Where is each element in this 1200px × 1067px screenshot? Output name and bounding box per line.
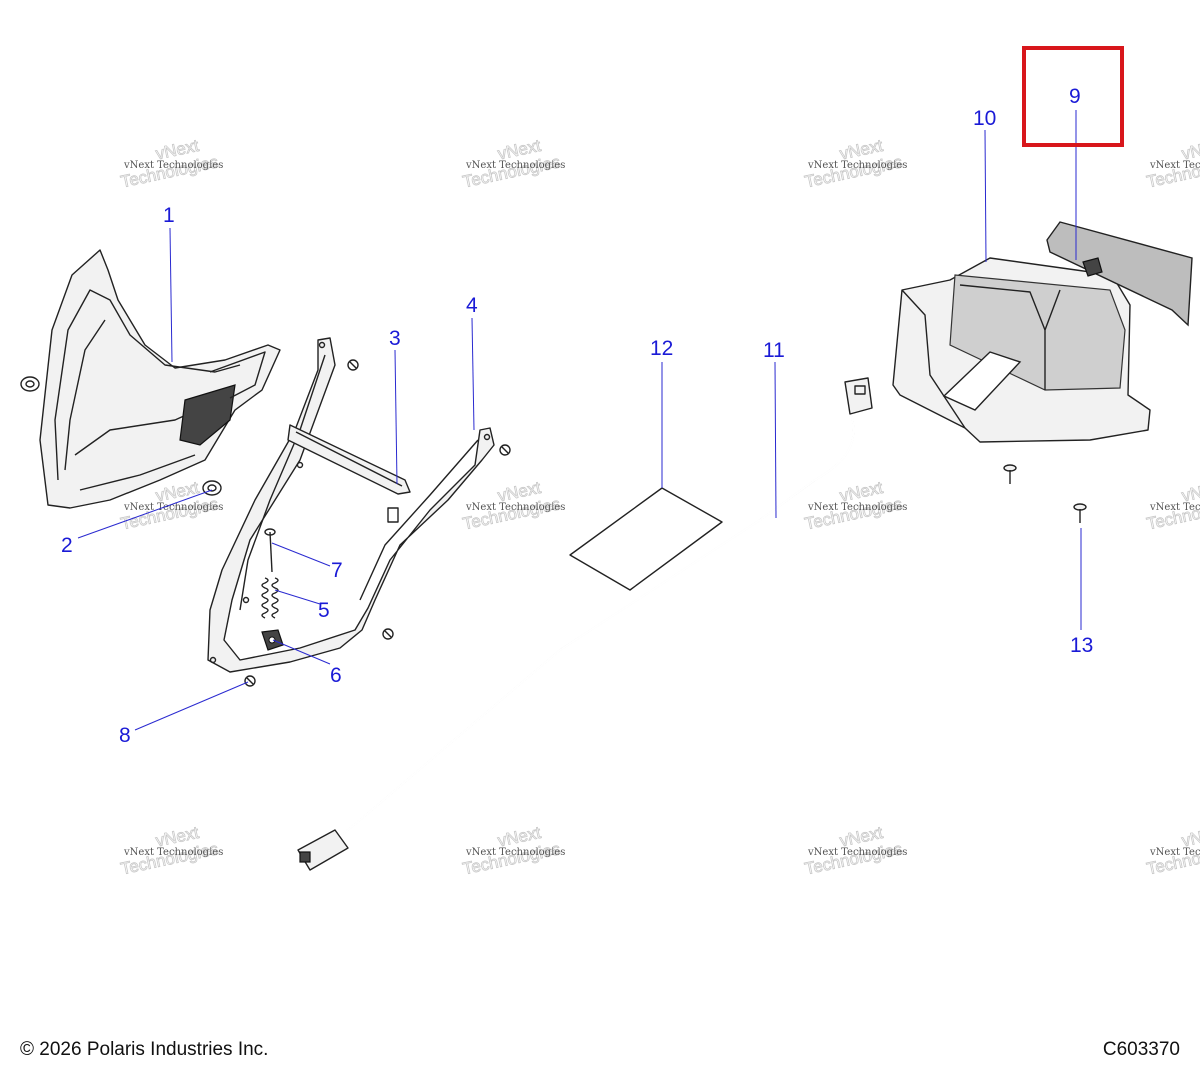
svg-text:vNext Technologies: vNext Technologies [123,847,223,858]
svg-text:vNext Technologies: vNext Technologies [1149,502,1200,513]
callout-11[interactable]: 11 [763,339,785,362]
watermark: Technologies vNext vNext Technologies [803,478,908,534]
callout-10[interactable]: 10 [973,107,996,130]
copyright-text: © 2026 Polaris Industries Inc. [20,1039,269,1060]
callout-4[interactable]: 4 [466,294,478,317]
watermark: Technologies vNext vNext Technologies [803,823,908,879]
callout-1[interactable]: 1 [163,204,175,227]
headlight-bracket [207,337,495,673]
adjuster-screw [264,528,276,573]
svg-text:vNext Technologies: vNext Technologies [465,502,565,513]
watermarks: Technologies vNext vNext Technologies Te… [119,136,1200,879]
screw [244,359,511,687]
svg-text:vNext Technologies: vNext Technologies [807,502,907,513]
callout-2[interactable]: 2 [61,534,73,557]
watermark: Technologies vNext vNext Technologies [461,823,566,879]
watermark: Technologies vNext vNext Technologies [461,478,566,534]
callouts: 1 2 3 4 5 6 7 8 9 10 11 12 13 [61,46,1124,747]
label-sheet [569,487,723,591]
callout-5[interactable]: 5 [318,599,330,622]
svg-text:vNext Technologies: vNext Technologies [1149,847,1200,858]
cross-brace [287,424,411,495]
callout-3[interactable]: 3 [389,327,401,350]
watermark: Technologies vNext vNext Technologies [1145,136,1200,192]
callout-9[interactable]: 9 [1069,85,1081,108]
svg-text:vNext Technologies: vNext Technologies [807,847,907,858]
watermark: Technologies vNext vNext Technologies [119,823,224,879]
svg-text:vNext Technologies: vNext Technologies [123,160,223,171]
svg-text:vNext Technologies: vNext Technologies [465,160,565,171]
callout-13[interactable]: 13 [1070,634,1093,657]
watermark: Technologies vNext vNext Technologies [803,136,908,192]
callout-12[interactable]: 12 [650,337,673,360]
cover-panel [1046,221,1193,327]
callout-7[interactable]: 7 [331,559,343,582]
diagram-id: C603370 [1102,1039,1180,1060]
watermark: Technologies vNext vNext Technologies [119,136,224,192]
clip-nut [261,629,284,651]
highlight-box [1022,46,1124,147]
callout-8[interactable]: 8 [119,724,131,747]
svg-text:vNext Technologies: vNext Technologies [465,847,565,858]
svg-text:vNext Technologies: vNext Technologies [123,502,223,513]
svg-text:vNext Technologies: vNext Technologies [807,160,907,171]
callout-6[interactable]: 6 [330,664,342,687]
watermark: Technologies vNext vNext Technologies [461,136,566,192]
wire-harness [297,377,873,871]
screw [1003,464,1087,523]
watermark: Technologies vNext vNext Technologies [1145,823,1200,879]
instrument-housing [892,257,1151,443]
spring [261,577,279,619]
svg-text:vNext Technologies: vNext Technologies [1149,160,1200,171]
grommet [20,376,222,496]
leader-lines [77,110,1082,731]
watermark: Technologies vNext vNext Technologies [1145,478,1200,534]
headlight-assembly [39,249,281,509]
